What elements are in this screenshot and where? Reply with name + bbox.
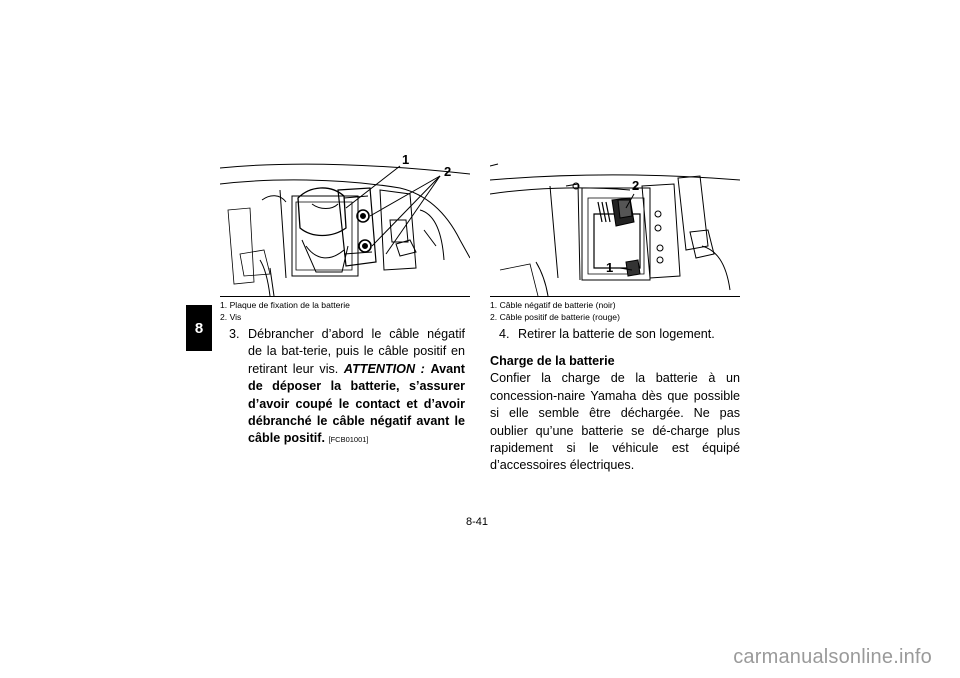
chapter-tab: 8 xyxy=(186,305,212,351)
battery-cables-illustration: 2 1 xyxy=(489,150,741,297)
caution-text: Avant de déposer la batterie, s’assurer … xyxy=(248,361,465,446)
left-figure-legend: 1. Plaque de fixation de la batterie 2. … xyxy=(220,299,350,323)
section-heading: Charge de la batterie xyxy=(490,354,615,368)
step-3: 3. Débrancher d’abord le câble négatif d… xyxy=(229,326,465,449)
page-number: 8-41 xyxy=(466,516,489,528)
section-body: Confier la charge de la batterie à un co… xyxy=(490,371,740,473)
battery-bracket-illustration: 1 2 xyxy=(219,150,471,297)
callout-2: 2 xyxy=(632,178,640,193)
legend-item: 2. Câble positif de batterie (rouge) xyxy=(490,312,620,322)
caution-label: ATTENTION : xyxy=(343,361,425,376)
callout-1: 1 xyxy=(606,260,614,275)
reference-code: [FCB01001] xyxy=(328,435,369,445)
callout-1: 1 xyxy=(402,152,410,167)
step-text: Retirer la batterie de son logement. xyxy=(518,327,715,341)
step-text: Débrancher d’abord le câble négatif de l… xyxy=(248,327,465,376)
legend-item: 1. Câble négatif de batterie (noir) xyxy=(490,300,616,310)
legend-item: 2. Vis xyxy=(220,312,242,322)
charge-section: Charge de la batterie Confier la charge … xyxy=(490,353,740,475)
callout-2: 2 xyxy=(444,164,452,179)
watermark: carmanualsonline.info xyxy=(733,646,932,668)
right-figure-legend: 1. Câble négatif de batterie (noir) 2. C… xyxy=(490,299,620,323)
step-4: 4. Retirer la batterie de son logement. xyxy=(499,326,740,343)
step-number: 4. xyxy=(499,327,510,341)
step-number: 3. xyxy=(229,327,240,341)
legend-item: 1. Plaque de fixation de la batterie xyxy=(220,300,350,310)
